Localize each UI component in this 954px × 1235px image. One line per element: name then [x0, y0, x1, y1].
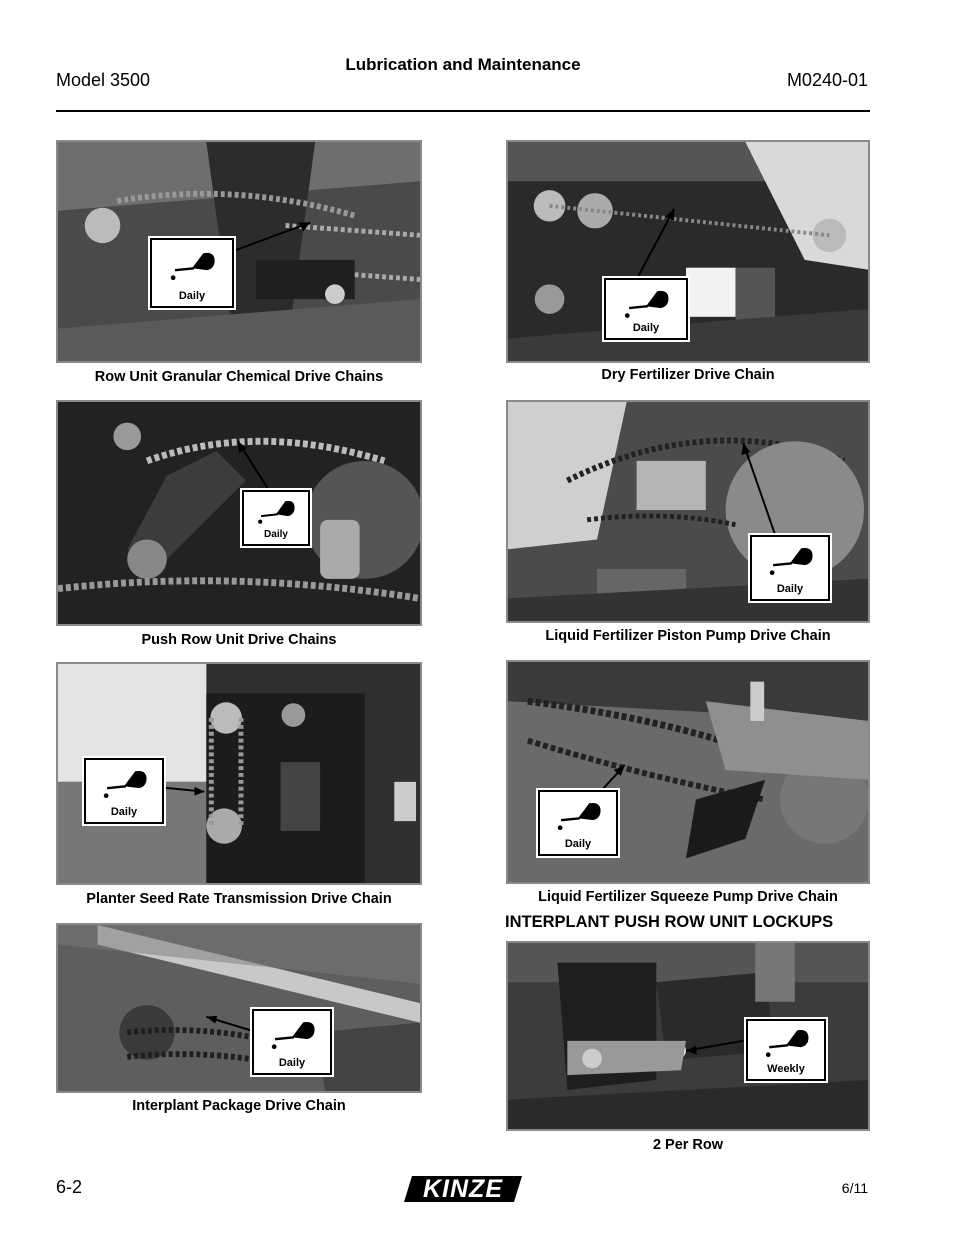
lubrication-badge: Daily [84, 758, 164, 824]
lubrication-badge: Daily [750, 535, 830, 601]
kinze-logo: KINZE [404, 1176, 522, 1202]
lubrication-badge: Daily [538, 790, 618, 856]
oil-can-icon [557, 802, 601, 831]
lubrication-badge: Daily [252, 1009, 332, 1075]
photo-planter-seed-rate-transmission-drive-chain: Daily [56, 662, 422, 885]
photo-liquid-fertilizer-squeeze-pump-drive-chain: Daily [506, 660, 870, 884]
caption-planter-seed-rate-transmission-drive-chain: Planter Seed Rate Transmission Drive Cha… [86, 891, 392, 907]
badge-frequency: Daily [110, 806, 138, 818]
caption-push-row-unit-drive-chains: Push Row Unit Drive Chains [141, 632, 337, 648]
badge-frequency: Daily [776, 583, 804, 595]
caption-row-unit-granular-chemical-drive-chains: Row Unit Granular Chemical Drive Chains [94, 369, 384, 385]
page-number: 6-2 [56, 1177, 83, 1197]
logo-text: KINZE [423, 1175, 503, 1203]
badge-frequency: Daily [564, 838, 592, 850]
oil-can-icon [170, 252, 215, 281]
caption-2-per-row: 2 Per Row [652, 1137, 724, 1153]
section-heading: INTERPLANT PUSH ROW UNIT LOCKUPS [505, 913, 834, 931]
revision-date: 6/11 [841, 1180, 868, 1196]
badge-frequency: Daily [278, 1057, 306, 1069]
badge-frequency: Daily [632, 322, 660, 334]
oil-can-icon [103, 770, 147, 799]
photo-row-unit-granular-chemical-drive-chains: Daily [56, 140, 422, 363]
oil-can-icon [769, 547, 813, 576]
photo-dry-fertilizer-drive-chain: Daily [506, 140, 870, 363]
model-label: Model 3500 [56, 70, 151, 90]
lubrication-badge: Daily [150, 238, 234, 308]
caption-liquid-fertilizer-piston-pump-drive-chain: Liquid Fertilizer Piston Pump Drive Chai… [545, 628, 831, 644]
header-divider [56, 110, 870, 112]
oil-can-icon [258, 500, 295, 524]
oil-can-icon [271, 1021, 315, 1050]
photo-push-row-unit-drive-chains: Daily [56, 400, 422, 626]
photo-liquid-fertilizer-piston-pump-drive-chain: Daily [506, 400, 870, 623]
badge-frequency: Daily [264, 529, 288, 540]
lubrication-badge: Weekly [746, 1019, 826, 1081]
lubrication-badge: Daily [242, 490, 310, 546]
document-number: M0240-01 [786, 70, 868, 90]
caption-dry-fertilizer-drive-chain: Dry Fertilizer Drive Chain [601, 367, 775, 383]
oil-can-icon [765, 1030, 809, 1058]
page-title: Lubrication and Maintenance [345, 55, 581, 74]
badge-frequency: Daily [178, 290, 206, 302]
oil-can-icon [624, 290, 669, 318]
lubrication-badge: Daily [604, 278, 688, 340]
caption-interplant-package-drive-chain: Interplant Package Drive Chain [132, 1098, 346, 1114]
badge-frequency: Weekly [767, 1063, 805, 1075]
photo-interplant-package-drive-chain: Daily [56, 923, 422, 1093]
photo-interplant-push-row-unit-lockups: Weekly [506, 941, 870, 1131]
caption-liquid-fertilizer-squeeze-pump-drive-chain: Liquid Fertilizer Squeeze Pump Drive Cha… [538, 889, 838, 905]
